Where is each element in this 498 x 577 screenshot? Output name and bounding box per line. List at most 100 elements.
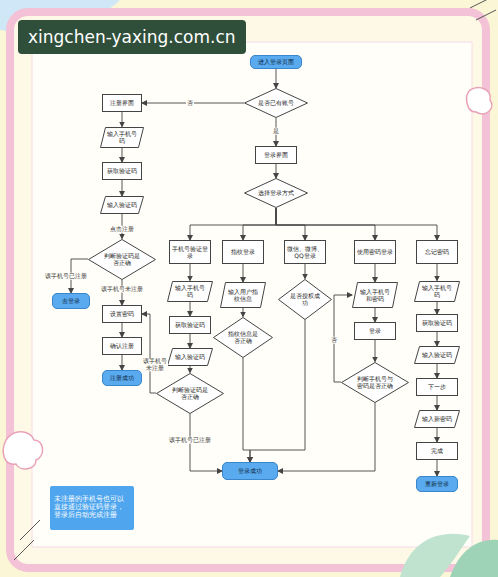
process-box: 忘记密码 xyxy=(416,240,458,264)
io-parallelogram: 输入手机号和密码 xyxy=(352,282,398,308)
terminal-box: 去登录 xyxy=(52,293,90,309)
process-box: 微信、微博、QQ登录 xyxy=(284,240,326,264)
io-parallelogram: 输入验证码 xyxy=(414,346,460,364)
io-parallelogram: 输入用户指纹信息 xyxy=(220,282,266,308)
flow-arrow xyxy=(437,302,438,315)
flow-arrow xyxy=(190,264,191,281)
io-parallelogram: 输入手机号码 xyxy=(100,127,144,148)
decision-diamond: 判断验证码是否正确 xyxy=(88,239,156,280)
node-label: 确认注册 xyxy=(105,342,139,349)
flow-arrow xyxy=(437,396,438,410)
decision-diamond: 是否授权成功 xyxy=(278,279,332,320)
node-label: 输入验证码 xyxy=(106,201,138,208)
node-label: 注册成功 xyxy=(105,374,139,381)
node-label: 下一步 xyxy=(419,383,455,390)
node-text: 确认注册 xyxy=(105,342,139,349)
node-label: 注册界面 xyxy=(105,99,139,106)
process-box: 下一步 xyxy=(416,378,458,396)
node-label: 登录成功 xyxy=(225,467,275,474)
node-text: 忘记密码 xyxy=(419,248,455,255)
node-label: 输入手机号码 xyxy=(106,130,138,144)
flow-arrow xyxy=(276,69,277,88)
flow-arrow xyxy=(305,264,306,279)
shape-outline xyxy=(168,281,213,301)
flow-arrow xyxy=(278,403,375,472)
cloud-doodle xyxy=(3,432,42,469)
process-box: 登录界面 xyxy=(255,146,297,164)
node-label: 指纹登录 xyxy=(225,248,261,255)
node-text: 获取验证码 xyxy=(419,319,455,326)
decision-diamond: 是否已有账号 xyxy=(244,88,308,118)
node-label: 输入验证码 xyxy=(173,353,207,360)
node-label: 登录 xyxy=(357,327,393,334)
node-text: 手机号验证登录 xyxy=(172,245,208,259)
process-box: 完成 xyxy=(416,442,458,460)
node-text: 去登录 xyxy=(55,297,87,304)
edge-label: 点击注册 xyxy=(109,226,135,233)
shape-outline xyxy=(101,127,144,147)
node-text: 完成 xyxy=(419,447,455,454)
node-text: 下一步 xyxy=(419,383,455,390)
node-text: 微信、微博、QQ登录 xyxy=(287,245,323,259)
node-label: 去登录 xyxy=(55,297,87,304)
flow-arrow xyxy=(375,308,376,322)
node-text: 判断手机号与密码是否正确 xyxy=(356,375,394,389)
shape-outline xyxy=(415,347,460,364)
node-text: 输入用户指纹信息 xyxy=(226,288,260,302)
node-label: 判断验证码是否正确 xyxy=(171,386,209,400)
node-label: 设置密码 xyxy=(105,310,139,317)
flow-arrow xyxy=(276,208,305,240)
terminal-box: 进入登录页面 xyxy=(250,55,302,69)
flow-arrow xyxy=(375,340,376,362)
node-label: 判断验证码是否正确 xyxy=(103,252,141,266)
pink-frame xyxy=(10,12,486,568)
flow-arrow xyxy=(142,314,156,393)
node-text: 注册界面 xyxy=(105,99,139,106)
node-label: 获取验证码 xyxy=(172,321,208,328)
shape-outline xyxy=(168,349,213,366)
node-label: 是否已有账号 xyxy=(258,99,294,106)
edge-label: 该手机号已注册 xyxy=(44,273,88,280)
node-text: 使用密码登录 xyxy=(357,248,393,255)
leaf-doodle xyxy=(450,540,498,577)
node-text: 判断验证码是否正确 xyxy=(171,386,209,400)
node-text: 输入手机号码 xyxy=(420,284,454,298)
shape-outline xyxy=(221,283,266,308)
process-box: 获取验证码 xyxy=(416,314,458,332)
flow-arrow xyxy=(276,208,375,240)
decision-diamond: 选择登录方式 xyxy=(244,178,308,208)
node-label: 未注册的手机号也可以直接通过验证码登录，登录后自动完成注册 xyxy=(54,496,130,519)
shape-outline xyxy=(214,317,273,357)
node-label: 重新登录 xyxy=(419,480,455,487)
node-text: 输入手机号码 xyxy=(106,130,138,144)
flow-arrow xyxy=(122,180,123,196)
process-box: 使用密码登录 xyxy=(354,240,396,264)
node-label: 完成 xyxy=(419,447,455,454)
node-text: 注册成功 xyxy=(105,374,139,381)
shape-outline xyxy=(279,279,332,319)
node-label: 输入新密码 xyxy=(420,415,454,422)
edge-label: 该手机号未注册 xyxy=(142,358,168,371)
node-text: 登录界面 xyxy=(258,151,294,158)
node-text: 是否授权成功 xyxy=(290,292,320,306)
decision-diamond: 判断手机号与密码是否正确 xyxy=(341,362,409,403)
node-text: 选择登录方式 xyxy=(258,189,294,196)
process-box: 确认注册 xyxy=(102,337,142,355)
flow-arrow xyxy=(437,428,438,442)
node-text: 获取验证码 xyxy=(172,321,208,328)
node-label: 输入手机号码 xyxy=(173,284,207,298)
node-label: 输入手机号和密码 xyxy=(358,288,392,302)
io-parallelogram: 输入验证码 xyxy=(100,196,144,214)
node-text: 登录 xyxy=(357,327,393,334)
node-label: 输入验证码 xyxy=(420,351,454,358)
shape-outline xyxy=(415,281,460,301)
flow-arrow xyxy=(437,264,438,281)
process-box: 指纹登录 xyxy=(222,240,264,264)
node-label: 手机号验证登录 xyxy=(172,245,208,259)
cloud-doodle xyxy=(467,88,492,114)
node-text: 指纹登录 xyxy=(225,248,261,255)
flow-arrow xyxy=(243,308,244,317)
edge-label: 否 xyxy=(186,100,194,107)
flow-arrow xyxy=(437,332,438,346)
io-parallelogram: 输入手机号码 xyxy=(414,281,460,302)
